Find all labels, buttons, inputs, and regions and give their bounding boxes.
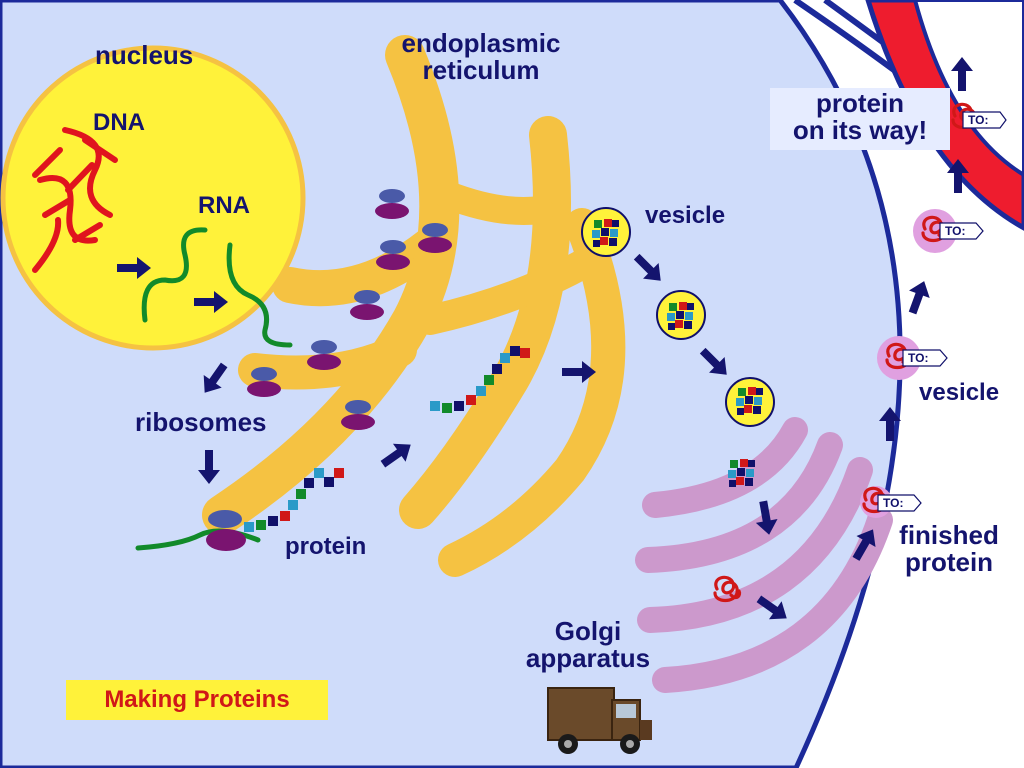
title-box: Making Proteins (66, 680, 328, 720)
golgi-label-line2: apparatus (525, 643, 651, 674)
vesicle-icon (725, 377, 775, 427)
protein-on-its-way-box: protein on its way! (770, 88, 950, 150)
vesicle-top-label: vesicle (645, 202, 726, 229)
tag-text: TO: (945, 224, 966, 238)
tag-4: TO: (878, 494, 924, 512)
tag-2: TO: (940, 222, 986, 240)
golgi-label-line1: Golgi (554, 616, 622, 646)
vesicle-icon (656, 290, 706, 340)
vesicle-icon (877, 336, 921, 380)
rna-strand (141, 227, 293, 348)
dna-label: DNA (93, 109, 145, 136)
nucleus-label: nucleus (95, 40, 194, 70)
protein-label: protein (285, 533, 367, 560)
vesicle-icon (913, 209, 957, 253)
delivery-truck-icon (547, 687, 652, 754)
tag-text: TO: (908, 351, 929, 365)
nucleus (0, 45, 306, 351)
golgi-label: Golgi apparatus (510, 616, 666, 674)
vesicle-icon (581, 207, 631, 257)
rna-label: RNA (198, 192, 250, 219)
dna-strand (32, 127, 118, 273)
ribosomes-label: ribosomes (135, 407, 267, 437)
protein-cluster-icon (728, 459, 755, 487)
protein-chain-icon (244, 468, 344, 532)
tag-1: TO: (963, 111, 1009, 129)
finished-label-line2: protein (904, 547, 994, 578)
tag-text: TO: (883, 496, 904, 510)
finished-label-line1: finished (899, 520, 999, 550)
er-label: endoplasmic reticulum (386, 28, 576, 86)
er-label-line2: reticulum (422, 55, 540, 86)
on-way-line1: protein (815, 88, 905, 118)
ribosome-on-mrna (206, 510, 246, 551)
finished-protein-label: finished protein (888, 520, 1010, 578)
tag-shapes (877, 111, 1007, 512)
tag-text: TO: (968, 113, 989, 127)
on-way-label: protein on its way! (770, 88, 950, 146)
protein-chain-icon (430, 346, 530, 413)
er-label-line1: endoplasmic (401, 28, 561, 58)
tag-3: TO: (903, 349, 949, 367)
vesicle-right-label: vesicle (919, 379, 1000, 406)
title-text: Making Proteins (104, 686, 290, 713)
on-way-line2: on its way! (792, 115, 928, 146)
